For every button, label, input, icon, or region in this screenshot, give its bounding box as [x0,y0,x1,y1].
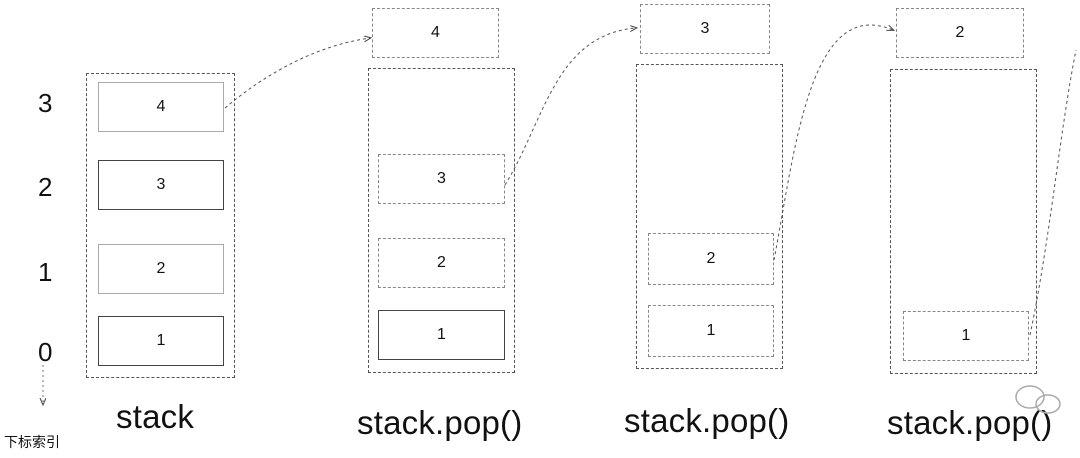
stack-cell: 1 [98,316,224,366]
stack-cell: 1 [648,305,774,357]
index-label-3: 3 [38,88,53,118]
stack-cell: 3 [98,160,224,210]
panel-caption-4: stack.pop() [887,404,1053,441]
index-label-0: 0 [38,337,53,367]
pop-arrow-2 [504,28,636,186]
pop-arrow-1 [224,38,370,109]
stack-container-3 [636,64,783,369]
panel-caption-3: stack.pop() [624,402,790,439]
pop-arrow-4 [1029,49,1077,336]
panel-caption-1: stack [116,398,195,435]
stack-container-1 [86,73,235,378]
stack-cell: 1 [903,311,1029,361]
index-label-2: 2 [38,172,53,202]
popped-element-2: 3 [640,4,770,54]
stack-cell: 2 [378,238,505,288]
stack-cell: 1 [378,310,505,360]
popped-element-3: 2 [896,8,1024,58]
index-axis-caption: 下标索引 [4,434,60,450]
stack-cell: 4 [98,82,224,132]
index-label-1: 1 [38,257,53,287]
stack-container-2 [368,68,515,373]
stack-container-4 [890,69,1037,374]
panel-caption-2: stack.pop() [357,404,523,441]
stack-cell: 2 [648,233,774,285]
pop-arrow-3 [773,24,893,261]
popped-element-1: 4 [372,8,499,58]
chat-logo-icon [1015,385,1061,414]
stack-cell: 2 [98,244,224,294]
stack-cell: 3 [378,154,505,204]
